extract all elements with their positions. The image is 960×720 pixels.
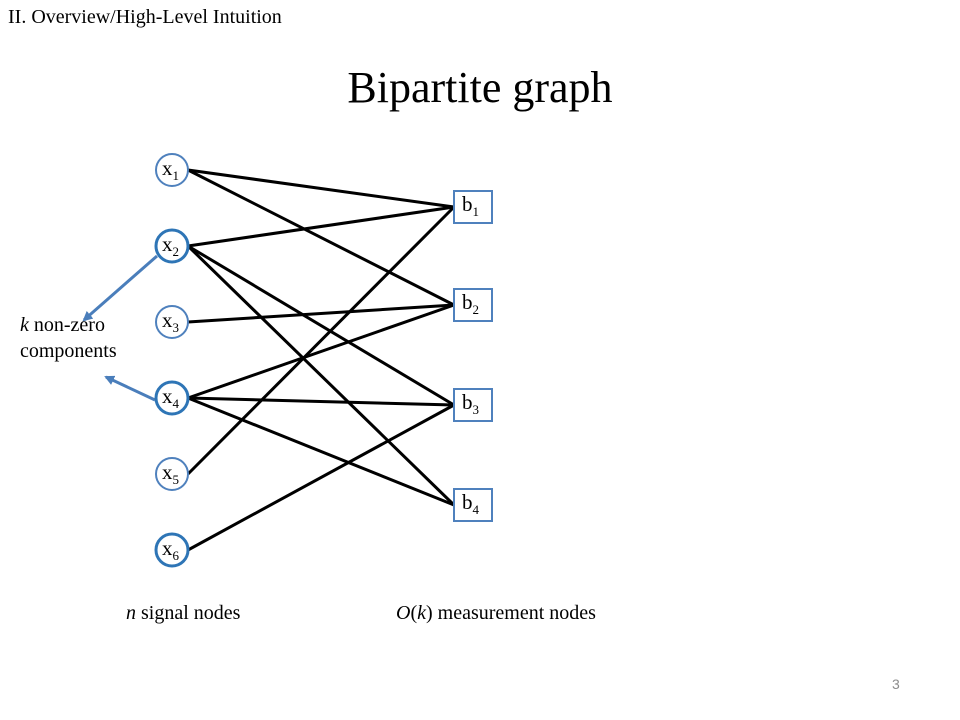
- measurement-node-label: b3: [462, 390, 479, 417]
- signal-node-label: x2: [162, 232, 179, 259]
- annotation-line2: components: [20, 340, 117, 362]
- signal-node-circle: [154, 380, 190, 416]
- measurement-node-label: b2: [462, 290, 479, 317]
- caption-left-text: signal nodes: [136, 602, 241, 624]
- signal-nodes-caption: n signal nodes: [126, 602, 240, 625]
- caption-n: n: [126, 602, 136, 624]
- slide-title: Bipartite graph: [347, 63, 613, 112]
- edge-x1-b2: [187, 168, 455, 307]
- caption-right-text: ) measurement nodes: [426, 602, 596, 624]
- signal-node-x5: x5: [155, 457, 189, 491]
- measurement-node-box: [453, 488, 493, 522]
- edge-x1-b1: [187, 168, 455, 209]
- measurement-node-box: [453, 288, 493, 322]
- annotation-line1: non-zero: [28, 314, 105, 336]
- edge-x3-b2: [187, 303, 455, 324]
- signal-node-circle: [155, 305, 189, 339]
- signal-node-circle: [155, 153, 189, 187]
- edge-x2-b4: [186, 244, 456, 507]
- signal-node-group: x1 x2 x3 x4 x5 x6: [154, 153, 190, 568]
- signal-node-x2: x2: [154, 228, 190, 264]
- edge-group: [186, 168, 456, 552]
- measurement-node-b2: b2: [453, 288, 493, 322]
- section-label: II. Overview/High-Level Intuition: [8, 6, 282, 28]
- edge-x5-b1: [186, 205, 456, 476]
- edge-x4-b4: [187, 396, 455, 507]
- edge-x4-b2: [187, 303, 455, 400]
- signal-node-label: x6: [162, 536, 180, 563]
- signal-node-x6: x6: [154, 532, 190, 568]
- caption-o: O: [396, 602, 411, 624]
- measurement-node-b1: b1: [453, 190, 493, 224]
- page-number: 3: [892, 676, 900, 692]
- measurement-nodes-caption: O(k) measurement nodes: [396, 602, 596, 625]
- measurement-node-b4: b4: [453, 488, 493, 522]
- edge-x4-b3: [187, 396, 455, 407]
- k-nonzero-annotation: k non-zero components: [20, 312, 117, 364]
- arrow-from-x2: [82, 254, 158, 322]
- signal-node-circle: [155, 457, 189, 491]
- signal-node-x3: x3: [155, 305, 189, 339]
- caption-paren: (: [410, 602, 418, 624]
- signal-node-x1: x1: [155, 153, 189, 187]
- signal-node-label: x1: [162, 156, 179, 183]
- measurement-node-box: [453, 190, 493, 224]
- signal-node-x4: x4: [154, 380, 190, 416]
- signal-node-circle: [154, 532, 190, 568]
- edge-x2-b1: [187, 205, 455, 248]
- edge-x6-b3: [187, 403, 455, 552]
- measurement-node-group: b1 b2 b3 b4: [453, 190, 493, 522]
- signal-node-label: x4: [162, 384, 180, 411]
- signal-node-label: x5: [162, 460, 179, 487]
- measurement-node-box: [453, 388, 493, 422]
- signal-node-circle: [154, 228, 190, 264]
- annotation-k: k: [20, 314, 29, 336]
- signal-node-label: x3: [162, 308, 179, 335]
- measurement-node-b3: b3: [453, 388, 493, 422]
- arrow-from-x4: [104, 375, 156, 402]
- measurement-node-label: b4: [462, 490, 480, 517]
- measurement-node-label: b1: [462, 192, 479, 219]
- edge-x2-b3: [187, 244, 455, 407]
- annotation-arrows: [82, 254, 158, 402]
- caption-k: k: [417, 602, 427, 624]
